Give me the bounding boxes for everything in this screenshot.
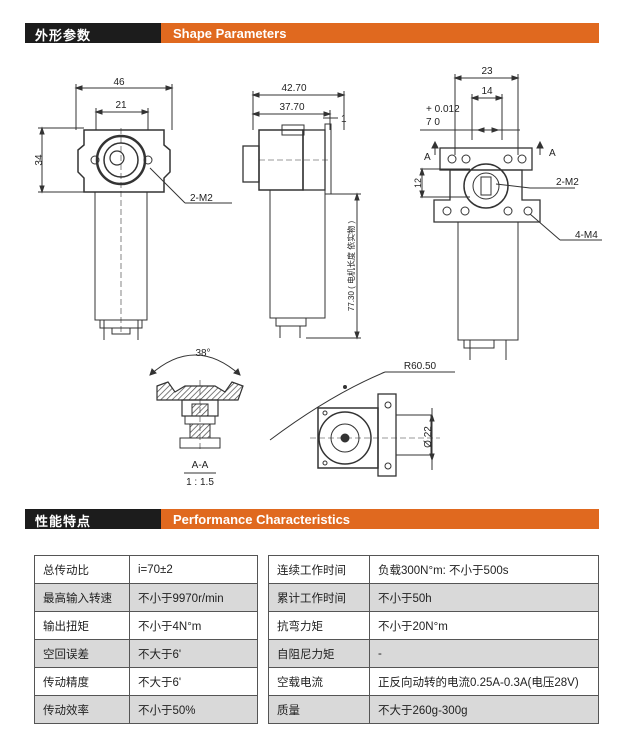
header-cn-title: 外形参数 (35, 28, 92, 43)
header-en-title: Shape Parameters (173, 26, 287, 41)
dim-dia-22: Ø 22 (423, 426, 434, 448)
spec-table-right: 连续工作时间负载300N°m: 不小于500s 累计工作时间不小于50h 抗弯力… (268, 555, 599, 724)
spec-label: 累计工作时间 (268, 583, 370, 612)
shape-parameters-header: 外形参数 Shape Parameters (25, 23, 599, 43)
table-row: 累计工作时间不小于50h (268, 583, 599, 612)
dim-37-70: 37.70 (279, 102, 304, 113)
table-row: 连续工作时间负载300N°m: 不小于500s (268, 555, 599, 584)
spec-value: 不大于6' (129, 639, 258, 668)
table-row: 空回误差不大于6' (34, 639, 258, 668)
header-en-block: Performance Characteristics (161, 509, 599, 529)
spec-label: 质量 (268, 695, 370, 724)
dim-1: 1 (341, 114, 347, 125)
technical-drawing: 46 21 34 2-M2 42.70 37.70 1 (34, 66, 602, 486)
dim-38-deg: 38° (195, 348, 210, 359)
dim-21: 21 (115, 100, 127, 111)
spec-value: 不小于50% (129, 695, 258, 724)
spec-label: 最高输入转速 (34, 583, 130, 612)
dim-23: 23 (481, 66, 493, 77)
table-row: 质量不大于260g-300g (268, 695, 599, 724)
dim-46: 46 (113, 77, 125, 88)
performance-header: 性能特点 Performance Characteristics (25, 509, 599, 529)
table-row: 输出扭矩不小于4N°m (34, 611, 258, 640)
spec-value: 不小于9970r/min (129, 583, 258, 612)
spec-value: - (369, 639, 599, 668)
spec-label: 传动精度 (34, 667, 130, 696)
table-row: 空载电流正反向动转的电流0.25A-0.3A(电压28V) (268, 667, 599, 696)
spec-value: 不大于260g-300g (369, 695, 599, 724)
dim-34: 34 (34, 154, 45, 166)
dim-7: 7 0 (426, 117, 440, 128)
spec-label: 总传动比 (34, 555, 130, 584)
section-scale: 1 : 1.5 (186, 477, 214, 486)
spec-label: 连续工作时间 (268, 555, 370, 584)
spec-value: 负载300N°m: 不小于500s (369, 555, 599, 584)
spec-value: 不大于6' (129, 667, 258, 696)
section-arrow-a-right: A (549, 148, 556, 159)
spec-label: 抗弯力矩 (268, 611, 370, 640)
spec-value: 正反向动转的电流0.25A-0.3A(电压28V) (369, 667, 599, 696)
header-cn-block: 性能特点 (25, 509, 161, 529)
spec-value: 不小于20N°m (369, 611, 599, 640)
header-en-title: Performance Characteristics (173, 512, 351, 527)
table-row: 抗弯力矩不小于20N°m (268, 611, 599, 640)
section-arrow-a-left: A (424, 152, 431, 163)
dim-r60-50: R60.50 (404, 361, 437, 372)
spec-label: 自阻尼力矩 (268, 639, 370, 668)
label-2-m2-front: 2-M2 (190, 193, 213, 204)
header-en-block: Shape Parameters (161, 23, 599, 43)
right-view: 23 14 + 0.012 7 0 A A 12 2-M2 4-M4 (413, 66, 602, 360)
section-a-a: 38° A-A 1 : 1.5 (149, 348, 244, 486)
bottom-view: R60.50 Ø 22 (269, 361, 455, 477)
spec-value: i=70±2 (129, 555, 258, 584)
table-row: 自阻尼力矩- (268, 639, 599, 668)
front-view: 46 21 34 2-M2 (34, 77, 232, 340)
dim-42-70: 42.70 (281, 83, 306, 94)
spec-label: 空载电流 (268, 667, 370, 696)
dim-14: 14 (481, 86, 493, 97)
spec-label: 输出扭矩 (34, 611, 130, 640)
header-cn-block: 外形参数 (25, 23, 161, 43)
label-2-m4: 2-M2 (556, 177, 579, 188)
dim-tolerance: + 0.012 (426, 104, 460, 115)
label-4-m4: 4-M4 (575, 230, 598, 241)
header-cn-title: 性能特点 (35, 514, 92, 529)
table-row: 传动精度不大于6' (34, 667, 258, 696)
spec-value: 不小于50h (369, 583, 599, 612)
table-row: 传动效率不小于50% (34, 695, 258, 724)
section-name: A-A (192, 460, 209, 471)
spec-value: 不小于4N°m (129, 611, 258, 640)
side-view: 42.70 37.70 1 77.30 ( 电机长度 依实物 ) (242, 83, 361, 340)
table-row: 最高输入转速不小于9970r/min (34, 583, 258, 612)
spec-label: 空回误差 (34, 639, 130, 668)
spec-label: 传动效率 (34, 695, 130, 724)
dim-12: 12 (413, 178, 423, 188)
dim-77-30: 77.30 ( 电机长度 依实物 ) (346, 221, 356, 312)
